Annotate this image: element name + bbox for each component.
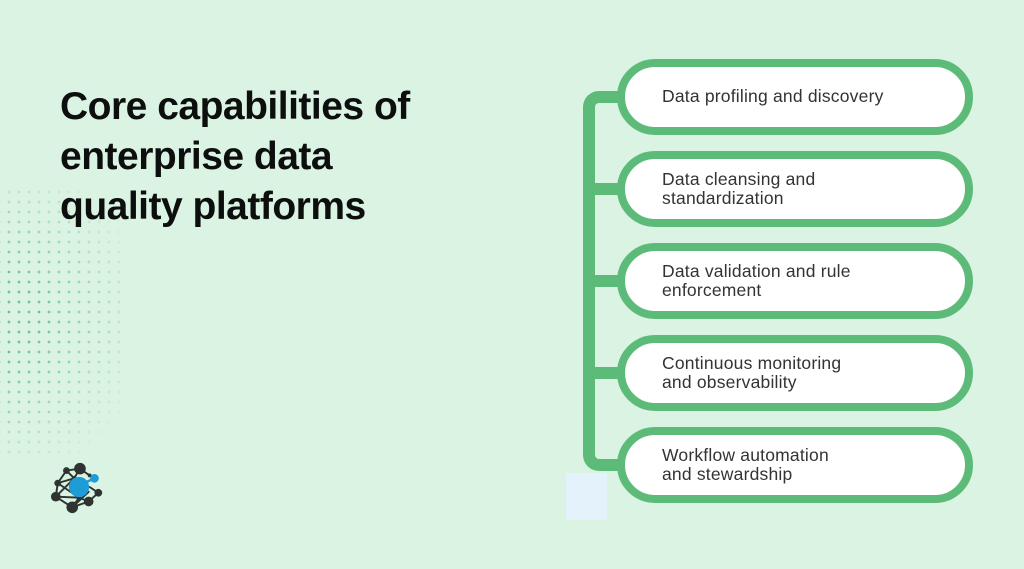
capability-label: Workflow automation [662, 444, 829, 465]
page-title-line: enterprise data [60, 135, 333, 179]
blue-accent-square [566, 473, 607, 520]
page-title-line: Core capabilities of [60, 85, 410, 129]
capability-label: and stewardship [662, 464, 793, 484]
connector-spine [583, 91, 619, 471]
capability-pill: Data profiling and discovery [617, 59, 973, 135]
capability-pill: Data validation and rule enforcement [617, 243, 973, 319]
connector-stub [595, 183, 621, 195]
halftone-dots-pattern [0, 183, 120, 455]
capability-pill: Workflow automation and stewardship [617, 427, 973, 503]
page-title-line: quality platforms [60, 185, 366, 229]
capability-label: standardization [662, 188, 784, 208]
connector-stub [595, 367, 621, 379]
capability-label: Data cleansing and [662, 168, 816, 189]
network-logo-icon [50, 462, 103, 514]
capability-label: and observability [662, 372, 797, 392]
capability-pill: Data cleansing and standardization [617, 151, 973, 227]
capability-label: Data validation and rule [662, 260, 851, 281]
capability-pill: Continuous monitoring and observability [617, 335, 973, 411]
capability-label: Data profiling and discovery [662, 86, 884, 107]
capability-label: Continuous monitoring [662, 352, 842, 373]
connector-stub [595, 275, 621, 287]
capability-label: enforcement [662, 280, 762, 300]
page-title: Core capabilities of enterprise data qua… [60, 82, 520, 232]
